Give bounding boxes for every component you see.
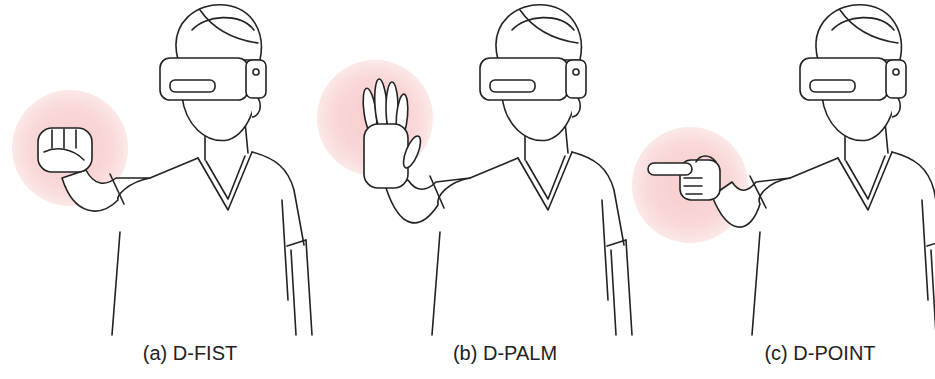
person-point [648, 5, 935, 335]
figure-caption: (a) D-FIST [143, 341, 237, 365]
figure-caption: (c) D-POINT [764, 341, 875, 365]
person-fist [38, 5, 312, 335]
figure-caption: (b) D-PALM [453, 341, 557, 365]
person-palm [361, 5, 632, 335]
